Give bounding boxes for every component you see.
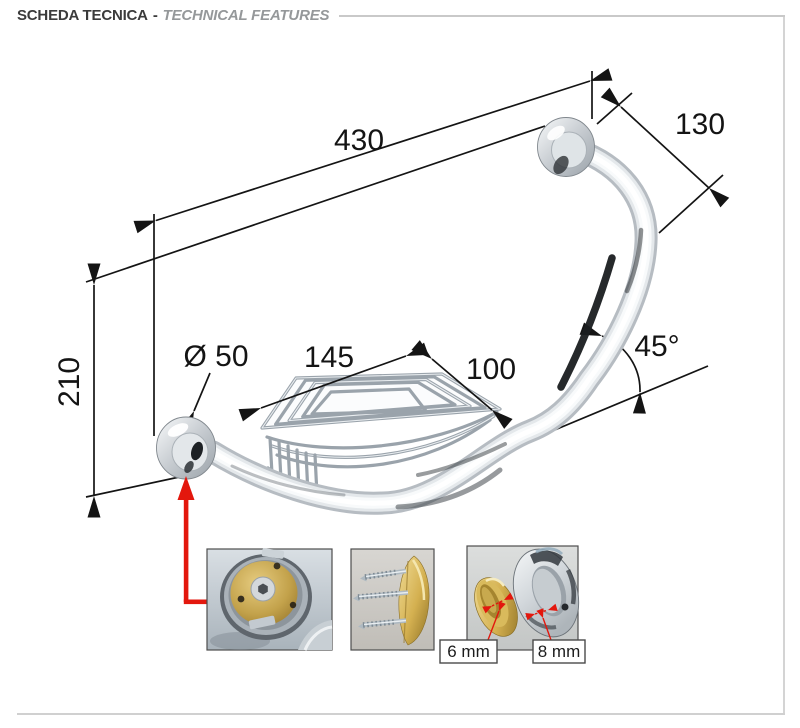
- header-title-english: TECHNICAL FEATURES: [162, 7, 330, 24]
- retainer-clip-bottom: [248, 615, 276, 630]
- callout-box-6mm: [439, 639, 498, 664]
- dim-line-100: [411, 340, 513, 429]
- photo-screws: [350, 548, 435, 651]
- label-basket-depth: 100: [466, 353, 516, 386]
- label-flange-diameter: Ø 50: [183, 340, 248, 373]
- page-frame-right: [783, 16, 785, 714]
- axis-line: [85, 125, 546, 283]
- dim-line-145: [238, 342, 429, 422]
- red-callout-arrow: [177, 476, 209, 605]
- measure-8mm: [525, 603, 558, 621]
- hex-socket: [258, 583, 268, 595]
- retainer-clip-top: [261, 548, 285, 559]
- leader-6mm: [487, 601, 506, 641]
- top-flange: [537, 117, 595, 177]
- label-bar-depth: 130: [675, 108, 725, 141]
- header-separator: -: [152, 7, 158, 24]
- photo-rings: [466, 545, 580, 651]
- label-bar-length: 430: [334, 124, 384, 157]
- ext-line-130-top: [596, 92, 633, 125]
- callout-text-8mm: 8 mm: [538, 642, 581, 661]
- dim-line-130: [600, 87, 730, 208]
- leader-diameter-50: [179, 372, 211, 434]
- label-basket-length: 145: [304, 341, 354, 374]
- dim-line-430: [133, 68, 613, 234]
- leader-8mm: [536, 608, 552, 641]
- size-callouts: 6 mm 8 mm: [439, 639, 586, 664]
- label-bar-height: 210: [53, 357, 86, 407]
- dimension-lines: [85, 68, 730, 518]
- dimension-labels: 430 130 210 Ø 50 145 100 45°: [53, 108, 725, 407]
- tube-dark-streak: [557, 254, 616, 391]
- mounting-screws: [353, 568, 409, 630]
- grab-bar-tube: [201, 138, 658, 515]
- label-bend-angle: 45°: [634, 330, 679, 363]
- page-header: SCHEDA TECNICA - TECHNICAL FEATURES: [17, 7, 785, 24]
- header-title-italian: SCHEDA TECNICA: [17, 7, 148, 24]
- page-frame-bottom: [17, 713, 785, 715]
- callout-text-6mm: 6 mm: [447, 642, 490, 661]
- ext-line-130-bottom: [658, 174, 724, 234]
- measure-6mm: [482, 592, 514, 614]
- header-rule: [339, 14, 785, 17]
- bottom-flange: [156, 416, 216, 480]
- photo-flange-back: [206, 548, 333, 651]
- callout-box-8mm: [532, 639, 586, 664]
